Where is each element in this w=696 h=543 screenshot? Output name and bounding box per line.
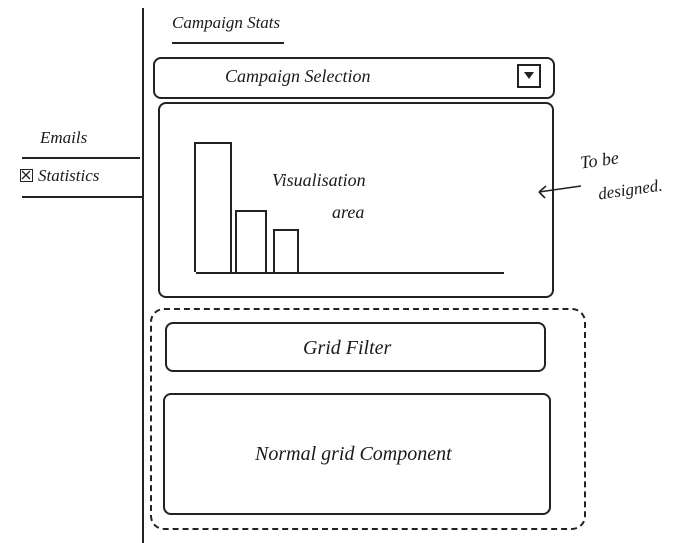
- sidebar-separator: [22, 157, 140, 159]
- annotation-text-2: designed.: [596, 175, 664, 204]
- chart-baseline: [196, 272, 504, 274]
- campaign-selection-dropdown[interactable]: Campaign Selection: [153, 57, 555, 99]
- normal-grid-component: Normal grid Component: [163, 393, 551, 515]
- visualisation-label: Visualisation: [272, 170, 366, 190]
- grid-section: [150, 308, 586, 530]
- sketch-bar: [235, 210, 267, 272]
- campaign-selection-value: Campaign Selection: [225, 66, 371, 86]
- sidebar-divider: [142, 8, 144, 543]
- title-underline: [172, 42, 284, 44]
- dropdown-arrow-icon[interactable]: [517, 64, 541, 88]
- grid-filter[interactable]: Grid Filter: [165, 322, 546, 372]
- sidebar-item-label: Statistics: [38, 166, 100, 185]
- page-title: Campaign Stats: [172, 13, 281, 32]
- sketch-bar: [194, 142, 232, 272]
- sidebar: Emails Statistics: [0, 120, 142, 200]
- visualisation-area: Visualisation area: [158, 102, 554, 298]
- annotation-text: To be: [578, 147, 620, 173]
- grid-filter-label: Grid Filter: [303, 337, 392, 359]
- grid-component-label: Normal grid Component: [255, 443, 452, 465]
- sidebar-item-emails[interactable]: Emails: [40, 128, 88, 147]
- visualisation-label-area: area: [332, 202, 365, 222]
- checkbox-checked-icon: [20, 169, 33, 182]
- sidebar-separator: [22, 196, 142, 198]
- sidebar-item-statistics[interactable]: Statistics: [20, 166, 142, 190]
- sketch-bar: [273, 229, 299, 272]
- annotation-arrow-icon: [538, 185, 582, 199]
